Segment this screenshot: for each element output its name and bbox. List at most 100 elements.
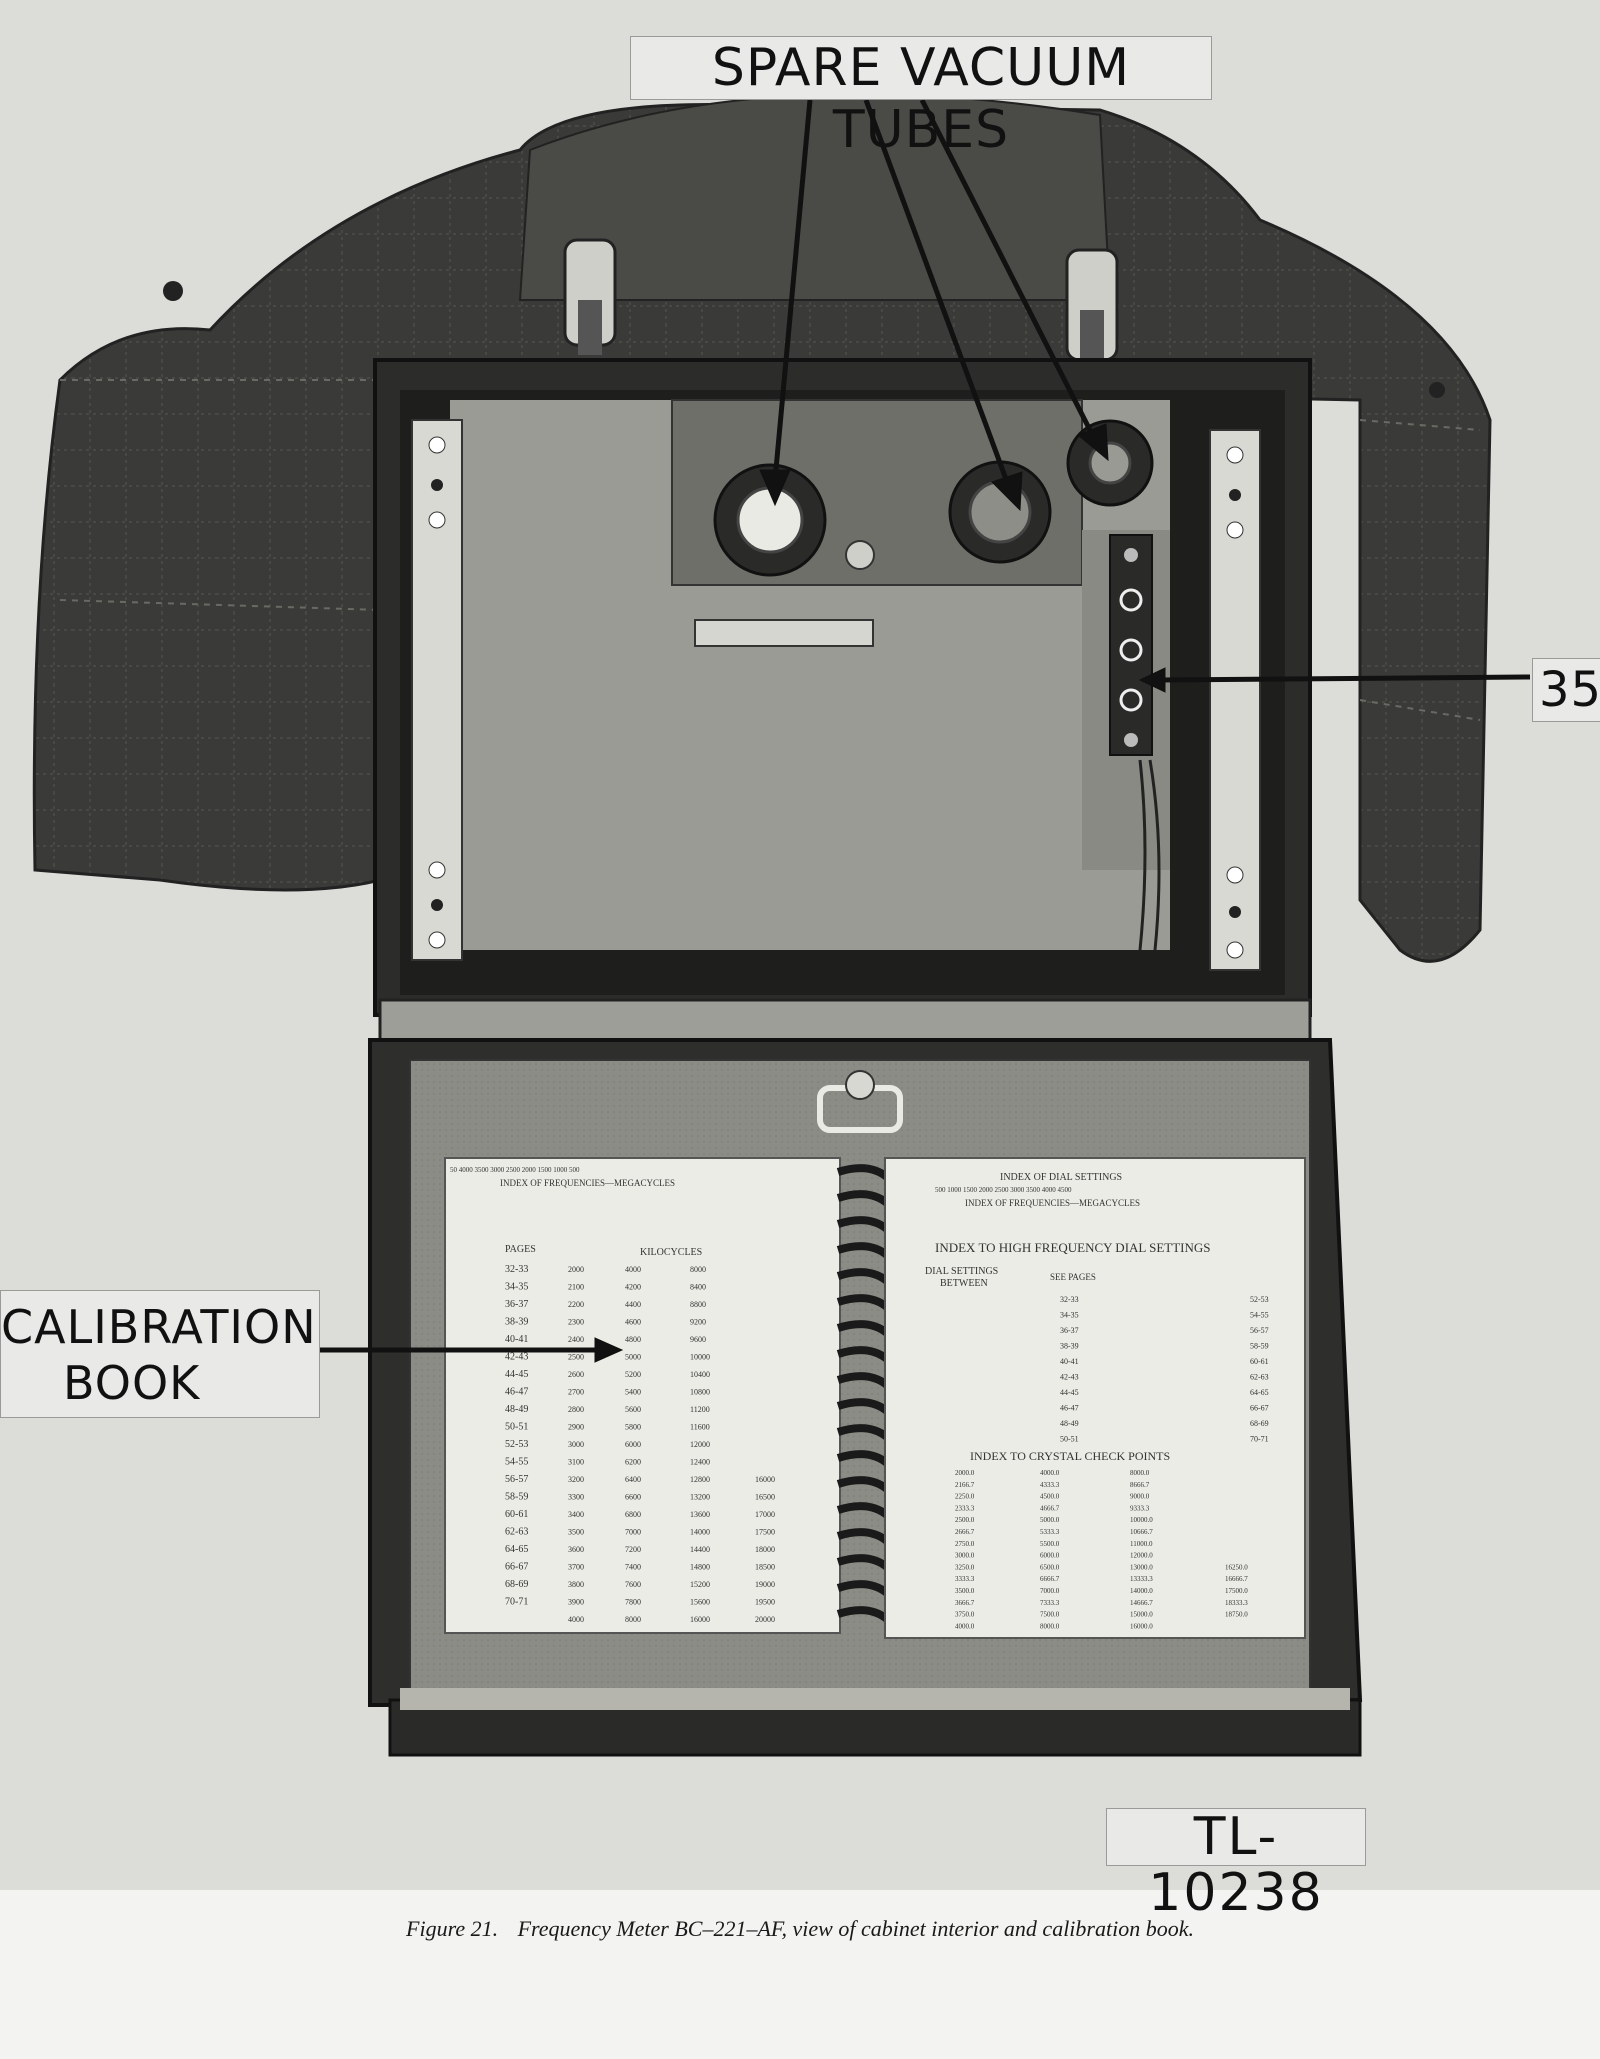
calibration-book-label: CALIBRATION BOOK <box>0 1290 320 1418</box>
arrow-head-calibration <box>594 1337 624 1363</box>
left-page-row-pages: 48-49 <box>505 1404 528 1415</box>
left-page-row-kilocycles: 9600 <box>690 1335 706 1344</box>
right-page-see-pages-right: 70-71 <box>1250 1435 1269 1444</box>
crystal-check-point: 8666.7 <box>1130 1481 1150 1489</box>
crystal-check-point: 16000.0 <box>1130 1622 1153 1630</box>
left-page-row-kilocycles: 17500 <box>755 1528 775 1537</box>
right-page-crystal-title: INDEX TO CRYSTAL CHECK POINTS <box>970 1449 1170 1463</box>
left-page-row-kilocycles: 5800 <box>625 1423 641 1432</box>
crystal-check-point: 16250.0 <box>1225 1563 1248 1571</box>
crystal-check-point: 18750.0 <box>1225 1611 1248 1619</box>
left-page-row-kilocycles: 2600 <box>568 1370 584 1379</box>
left-page-row-kilocycles: 14800 <box>690 1563 710 1572</box>
left-page-row-pages: 40-41 <box>505 1334 528 1345</box>
left-page-row-kilocycles: 11600 <box>690 1423 710 1432</box>
left-page-row-kilocycles: 2300 <box>568 1318 584 1327</box>
crystal-check-point: 2750.0 <box>955 1540 975 1548</box>
right-page-see-pages-right: 54-55 <box>1250 1311 1269 1320</box>
left-page-row-pages: 70-71 <box>505 1597 528 1608</box>
right-page-see-pages-right: 58-59 <box>1250 1342 1269 1351</box>
vacuum-tube-1 <box>713 463 827 577</box>
left-page-col-kilocycles: KILOCYCLES <box>640 1247 702 1258</box>
crystal-check-point: 3750.0 <box>955 1611 975 1619</box>
left-page-row-kilocycles: 10000 <box>690 1353 710 1362</box>
crystal-check-point: 12000.0 <box>1130 1552 1153 1560</box>
crystal-check-point: 3250.0 <box>955 1563 975 1571</box>
left-page-row-kilocycles: 7200 <box>625 1545 641 1554</box>
crystal-check-point: 5000.0 <box>1040 1516 1060 1524</box>
left-page-row-kilocycles: 13600 <box>690 1510 710 1519</box>
left-page-row-kilocycles: 15600 <box>690 1598 710 1607</box>
left-page-row-pages: 34-35 <box>505 1282 528 1293</box>
crystal-check-point: 2166.7 <box>955 1481 975 1489</box>
left-page-index-title: INDEX OF FREQUENCIES—MEGACYCLES <box>500 1178 675 1188</box>
left-page-row-kilocycles: 19500 <box>755 1598 775 1607</box>
crystal-check-point: 16666.7 <box>1225 1575 1248 1583</box>
left-page-row-kilocycles: 16000 <box>690 1615 710 1624</box>
right-page-see-pages-right: 60-61 <box>1250 1357 1269 1366</box>
left-page-row-pages: 58-59 <box>505 1492 528 1503</box>
crystal-check-point: 3333.3 <box>955 1575 975 1583</box>
left-page-row-kilocycles: 3200 <box>568 1475 584 1484</box>
left-page-row-kilocycles: 19000 <box>755 1580 775 1589</box>
left-page-row-kilocycles: 7600 <box>625 1580 641 1589</box>
left-page-row-kilocycles: 6800 <box>625 1510 641 1519</box>
crystal-check-point: 6666.7 <box>1040 1575 1060 1583</box>
left-page-row-kilocycles: 15200 <box>690 1580 710 1589</box>
left-page-row-kilocycles: 7800 <box>625 1598 641 1607</box>
crystal-check-point: 2000.0 <box>955 1469 975 1477</box>
crystal-check-point: 2500.0 <box>955 1516 975 1524</box>
left-page-row-kilocycles: 7000 <box>625 1528 641 1537</box>
crystal-check-point: 9000.0 <box>1130 1493 1150 1501</box>
pointer-arrows <box>320 98 1531 1363</box>
left-page-row-kilocycles: 4600 <box>625 1318 641 1327</box>
crystal-check-point: 14666.7 <box>1130 1599 1153 1607</box>
left-page-row-kilocycles: 2200 <box>568 1300 584 1309</box>
left-page-row-pages: 60-61 <box>505 1509 528 1520</box>
right-page-see-pages-right: 52-53 <box>1250 1295 1269 1304</box>
left-page-row-pages: 52-53 <box>505 1439 528 1450</box>
right-page-col-dial-settings: DIAL SETTINGS <box>925 1266 998 1277</box>
left-page-row-kilocycles: 3000 <box>568 1440 584 1449</box>
crystal-check-point: 10000.0 <box>1130 1516 1153 1524</box>
left-page-row-kilocycles: 2400 <box>568 1335 584 1344</box>
crystal-check-point: 9333.3 <box>1130 1504 1150 1512</box>
reference-number-label: 35 <box>1532 658 1600 722</box>
left-page-row-kilocycles: 4000 <box>568 1615 584 1624</box>
crystal-check-point: 18333.3 <box>1225 1599 1248 1607</box>
left-page-row-kilocycles: 16000 <box>755 1475 775 1484</box>
calibration-label-line1: CALIBRATION <box>1 1300 317 1354</box>
crystal-check-point: 11000.0 <box>1130 1540 1153 1548</box>
right-page-see-pages-left: 44-45 <box>1060 1388 1079 1397</box>
left-page-row-pages: 32-33 <box>505 1264 528 1275</box>
crystal-check-point: 6000.0 <box>1040 1552 1060 1560</box>
left-page-row-kilocycles: 5400 <box>625 1388 641 1397</box>
left-page-row-kilocycles: 2800 <box>568 1405 584 1414</box>
crystal-check-point: 7000.0 <box>1040 1587 1060 1595</box>
right-page-see-pages-right: 62-63 <box>1250 1373 1269 1382</box>
hinge-bar <box>378 998 1312 1047</box>
left-page-row-kilocycles: 12400 <box>690 1458 710 1467</box>
left-page-row-kilocycles: 4000 <box>625 1265 641 1274</box>
right-page-hf-title: INDEX TO HIGH FREQUENCY DIAL SETTINGS <box>935 1240 1211 1255</box>
crystal-check-point: 4666.7 <box>1040 1504 1060 1512</box>
canvas-cover <box>32 93 1492 963</box>
crystal-check-point: 5500.0 <box>1040 1540 1060 1548</box>
left-page-row-kilocycles: 5000 <box>625 1353 641 1362</box>
right-page-see-pages-right: 66-67 <box>1250 1404 1269 1413</box>
left-page-row-kilocycles: 3500 <box>568 1528 584 1537</box>
left-page-row-pages: 66-67 <box>505 1562 528 1573</box>
left-page-row-kilocycles: 6200 <box>625 1458 641 1467</box>
left-page-row-kilocycles: 17000 <box>755 1510 775 1519</box>
figure-caption: Figure 21. Frequency Meter BC–221–AF, vi… <box>0 1916 1600 1942</box>
left-page-row-kilocycles: 3100 <box>568 1458 584 1467</box>
crystal-check-point: 14000.0 <box>1130 1587 1153 1595</box>
crystal-check-point: 4000.0 <box>955 1622 975 1630</box>
left-page-row-kilocycles: 10800 <box>690 1388 710 1397</box>
right-page-see-pages-left: 38-39 <box>1060 1342 1079 1351</box>
left-page-row-kilocycles: 3400 <box>568 1510 584 1519</box>
crystal-check-point: 4333.3 <box>1040 1481 1060 1489</box>
left-page-row-kilocycles: 18000 <box>755 1545 775 1554</box>
crystal-check-point: 7500.0 <box>1040 1611 1060 1619</box>
latch-left <box>563 238 617 355</box>
